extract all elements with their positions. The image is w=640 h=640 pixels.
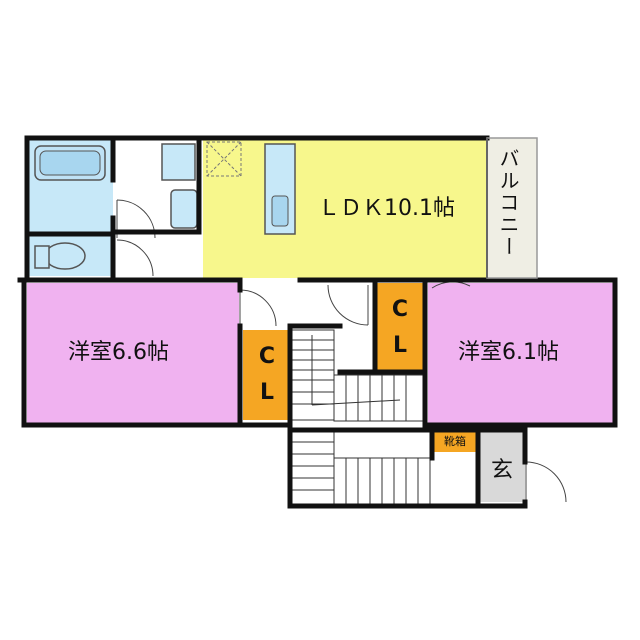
closet-right-label-bottom: L	[392, 333, 408, 358]
balcony-label: バルコニー	[496, 148, 520, 258]
western-room-left	[27, 283, 239, 423]
staircase-upper	[291, 329, 425, 422]
closet-right-label: C L	[380, 290, 420, 366]
closet-left-label-top: C	[258, 344, 276, 369]
closet-left	[243, 330, 288, 420]
closet-right-label-top: C	[391, 297, 409, 322]
closet-right	[377, 283, 423, 371]
staircase-lower	[291, 431, 431, 505]
ldk-label: ＬＤＫ10.1帖	[318, 196, 455, 221]
closet-left-label-bottom: L	[259, 380, 275, 405]
toilet-icon	[44, 242, 86, 270]
balcony	[487, 138, 537, 278]
western-room-left-label: 洋室6.6帖	[68, 340, 169, 365]
ldk-room	[203, 138, 487, 278]
walls	[17, 135, 618, 509]
western-room-right-label: 洋室6.1帖	[458, 340, 559, 365]
entrance-label: 玄	[491, 458, 514, 483]
shoe-box	[433, 432, 478, 452]
storage-hatch-icon	[206, 141, 242, 177]
entrance	[480, 430, 525, 502]
closet-left-label: C L	[247, 335, 287, 415]
washbasin-icon	[161, 143, 196, 181]
shoe-box-label: 靴箱	[444, 435, 466, 448]
washer-icon	[170, 189, 198, 229]
western-room-right	[428, 283, 615, 423]
